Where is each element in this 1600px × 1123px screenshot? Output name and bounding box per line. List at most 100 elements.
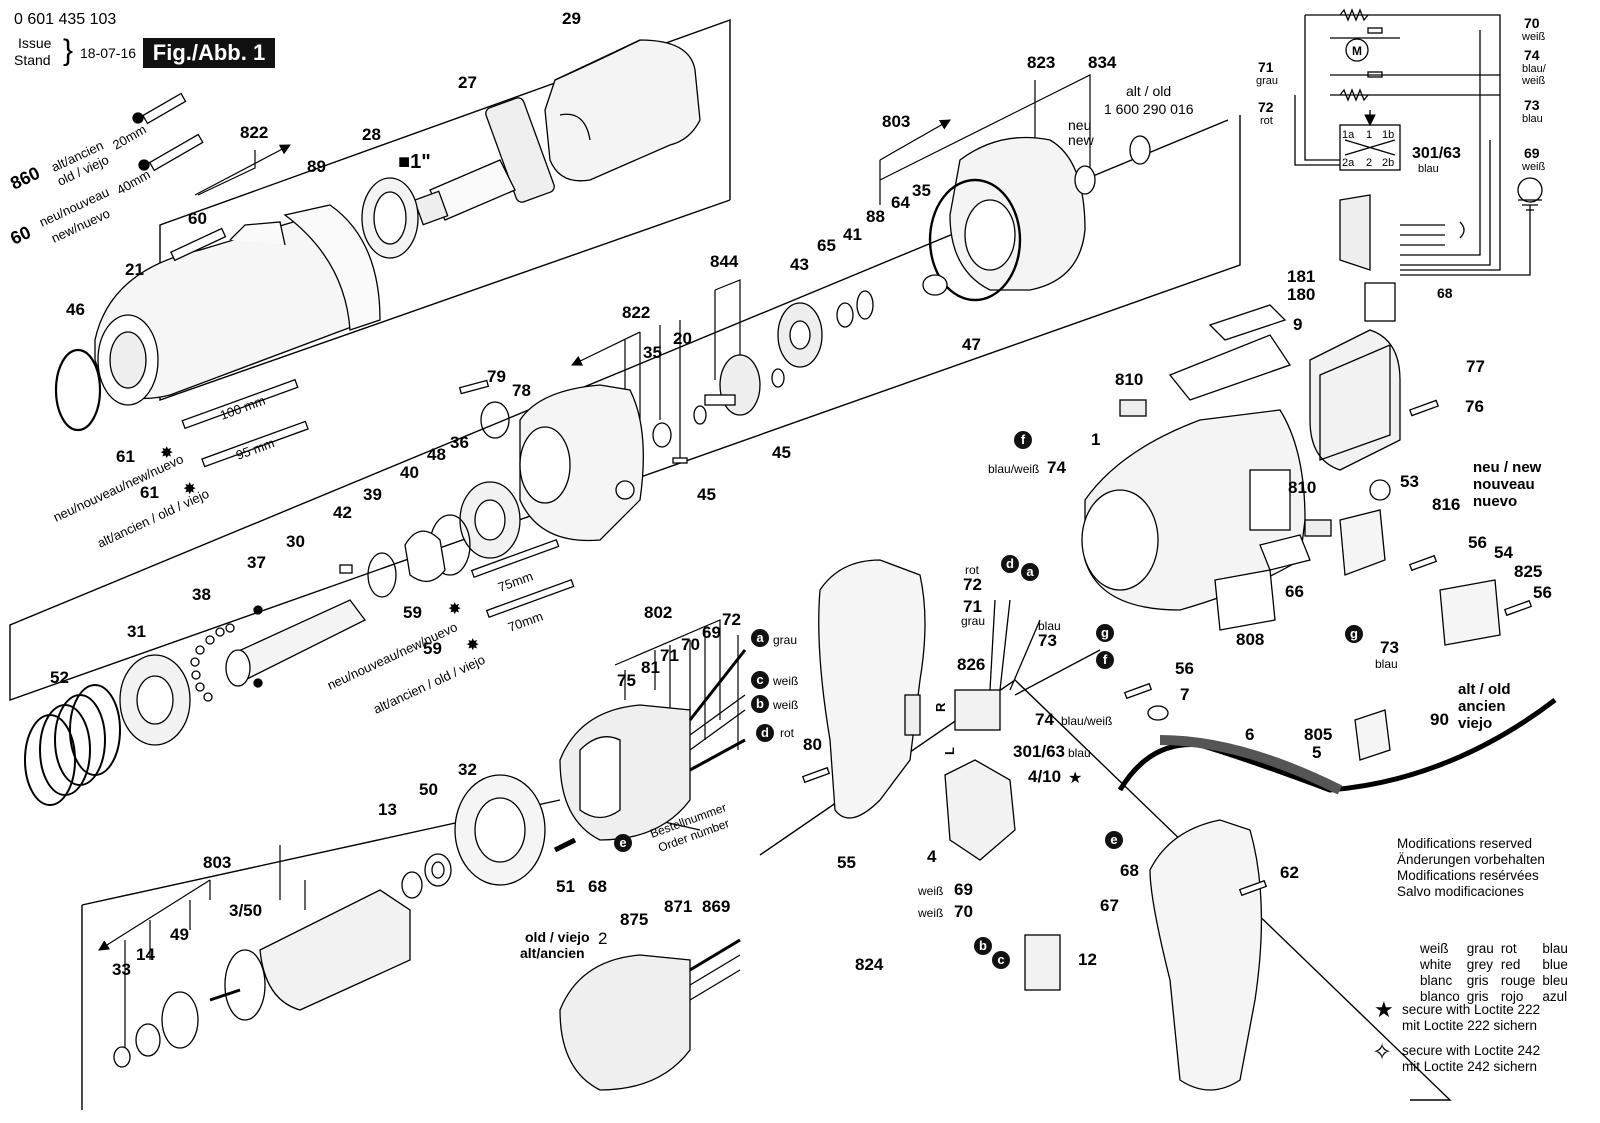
sch-74-color: blau/ — [1522, 63, 1547, 75]
callout-805: 805 — [1304, 725, 1332, 744]
sch-68: 68 — [1437, 285, 1453, 301]
callout-43: 43 — [790, 255, 809, 274]
callout-7: 7 — [1180, 685, 1189, 704]
parts-outlines — [24, 39, 1557, 1091]
callout-72-a: 72 — [722, 610, 741, 629]
callout-68-a: 68 — [588, 877, 607, 896]
callout-viejo: viejo — [1458, 715, 1492, 732]
callout-blau-73: blau — [1375, 657, 1398, 671]
callout-blau-3: blau — [1068, 746, 1091, 760]
part-56-screw-b — [1503, 599, 1533, 617]
callout-rot-72: rot — [965, 563, 980, 577]
frame-upper — [159, 19, 731, 401]
part-826-switch — [954, 599, 1101, 731]
callout-35-b: 35 — [643, 343, 662, 362]
issue-label: Issue — [18, 35, 52, 51]
part-61-screw-b — [201, 420, 309, 468]
loctite-markers: ✸ ✸ ✸ ✸ ★ — [160, 443, 1082, 787]
callout-75: 75 — [617, 671, 636, 690]
color-cell: rot — [1500, 941, 1517, 956]
callout-71-b: 71 — [963, 597, 982, 616]
callout-1: 1 — [1091, 430, 1100, 449]
part-31-hammer — [119, 654, 191, 746]
part-7-clamp — [1147, 705, 1169, 721]
callout-875: 875 — [620, 910, 648, 929]
callout-51: 51 — [556, 877, 575, 896]
part-77-cover — [1309, 329, 1401, 471]
callout-40mm: 40mm — [114, 167, 153, 198]
part-805-sleeve — [1159, 735, 1343, 795]
callout-36: 36 — [450, 433, 469, 452]
color-cell: grau — [1466, 941, 1494, 956]
callout-810-b: 810 — [1288, 478, 1316, 497]
wiring-schematic — [1294, 14, 1543, 322]
callout-80: 80 — [803, 735, 822, 754]
part-60-screw-a — [138, 133, 204, 172]
connector-a-1-letter: a — [756, 630, 764, 645]
sch-switch: 301/63 — [1412, 145, 1461, 162]
callout-67: 67 — [1100, 896, 1119, 915]
color-cell: gris — [1466, 989, 1489, 1004]
callout-R: R — [933, 702, 948, 712]
stand-label: Stand — [14, 52, 51, 68]
sch-t2: 2 — [1366, 157, 1372, 169]
callout-70-b: 70 — [954, 902, 973, 921]
part-2-field-old — [559, 938, 741, 1091]
callout-30: 30 — [286, 532, 305, 551]
sch-69-color: weiß — [1521, 161, 1546, 173]
part-844-gear — [704, 354, 761, 416]
part-45-washer-a — [693, 405, 707, 425]
part-33-cap — [113, 1046, 131, 1068]
callout-78: 78 — [512, 381, 531, 400]
part-860-screw — [132, 92, 187, 125]
callout-52: 52 — [50, 668, 69, 687]
part-825-cover — [1439, 579, 1501, 646]
part-43-gear — [777, 302, 823, 368]
callout-2: 2 — [598, 929, 607, 948]
connector-b-2: b — [974, 937, 992, 955]
callout-48: 48 — [427, 445, 446, 464]
connector-e-1: e — [614, 834, 632, 852]
connector-f-1-letter: f — [1021, 432, 1026, 447]
connector-d-1-letter: d — [761, 725, 769, 740]
sch-t2b: 2b — [1382, 157, 1394, 169]
callout-9: 9 — [1293, 315, 1302, 334]
callout-ancien: ancien — [1458, 698, 1506, 715]
star-61-a: ✸ — [160, 443, 173, 462]
callout-56-a: 56 — [1468, 533, 1487, 552]
modifications-notes: Modifications reserved Änderungen vorbeh… — [1397, 836, 1545, 900]
connector-b-1: b — [751, 695, 769, 713]
sch-t1b: 1b — [1382, 129, 1394, 141]
callout-blau-2: blau — [1038, 619, 1061, 633]
callout-69-b: 69 — [954, 880, 973, 899]
sch-t1a: 1a — [1342, 129, 1355, 141]
loctite-222-de: mit Loctite 222 sichern — [1402, 1018, 1538, 1033]
callout-77: 77 — [1466, 357, 1485, 376]
part-12-plug — [1024, 934, 1061, 991]
connector-c-2-letter: c — [997, 952, 1004, 967]
color-cell: gris — [1466, 973, 1489, 988]
callout-301-63: 301/63 — [1013, 742, 1065, 761]
part-35-bearing-a — [922, 274, 948, 296]
callout-181: 181 — [1287, 267, 1315, 286]
frame-middle — [9, 115, 1241, 701]
callout-53: 53 — [1400, 472, 1419, 491]
callout-803-b: 803 — [203, 853, 231, 872]
callout-12: 12 — [1078, 950, 1097, 969]
connector-c-1: c — [751, 671, 769, 689]
callout-74-b: 74 — [1035, 710, 1054, 729]
connector-e-2: e — [1105, 831, 1123, 849]
schematic-resistors — [1339, 8, 1383, 102]
callout-100mm: 100 mm — [218, 393, 267, 423]
connector-g-1-letter: g — [1101, 625, 1109, 640]
callout-76: 76 — [1465, 397, 1484, 416]
part-39-circlip — [367, 552, 397, 598]
callout-59-a: 59 — [403, 603, 422, 622]
part-4-trigger — [944, 759, 1016, 861]
callout-28: 28 — [362, 125, 381, 144]
callout-70mm: 70mm — [506, 608, 545, 634]
part-number: 0 601 435 103 — [14, 11, 117, 28]
